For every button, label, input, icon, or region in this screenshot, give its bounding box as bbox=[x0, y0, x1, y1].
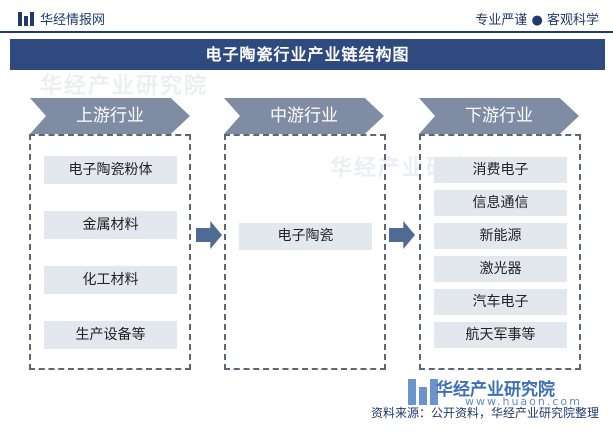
flow-arrow-icon bbox=[196, 221, 222, 249]
upstream-item: 化工材料 bbox=[44, 266, 177, 294]
downstream-item: 新能源 bbox=[434, 223, 567, 249]
upstream-item: 生产设备等 bbox=[44, 321, 177, 349]
stage-chevron-downstream: 下游行业 bbox=[419, 98, 579, 134]
watermark-name: 华经产业研究院 bbox=[436, 380, 555, 400]
brand-logo-icon bbox=[18, 11, 34, 26]
stage-box-upstream bbox=[29, 134, 191, 370]
downstream-item: 激光器 bbox=[434, 256, 567, 282]
brand: 华经情报网 bbox=[18, 9, 105, 28]
downstream-item: 消费电子 bbox=[434, 157, 567, 183]
stage-box-midstream bbox=[224, 134, 386, 370]
midstream-item: 电子陶瓷 bbox=[239, 223, 372, 250]
brand-name: 华经情报网 bbox=[40, 13, 106, 28]
downstream-item: 汽车电子 bbox=[434, 289, 567, 315]
source-note: 资料来源：公开资料，华经产业研究院整理 bbox=[370, 406, 599, 420]
flow-arrow-icon bbox=[389, 221, 415, 249]
header-divider bbox=[0, 31, 613, 33]
watermark-url: www.huaon.com bbox=[465, 395, 582, 408]
background-watermark: 华经产业研究院 bbox=[40, 74, 209, 99]
stage-chevron-midstream: 中游行业 bbox=[224, 98, 384, 134]
downstream-item: 信息通信 bbox=[434, 190, 567, 216]
diagram-title: 电子陶瓷行业产业链结构图 bbox=[10, 39, 605, 70]
downstream-item: 航天军事等 bbox=[434, 322, 567, 348]
stage-chevron-upstream: 上游行业 bbox=[30, 98, 190, 134]
stage-box-downstream bbox=[419, 134, 581, 370]
upstream-item: 金属材料 bbox=[44, 211, 177, 239]
upstream-item: 电子陶瓷粉体 bbox=[44, 156, 177, 184]
slogan: 专业严谨 ● 客观科学 bbox=[475, 13, 599, 28]
watermark-logo-icon bbox=[408, 379, 438, 405]
